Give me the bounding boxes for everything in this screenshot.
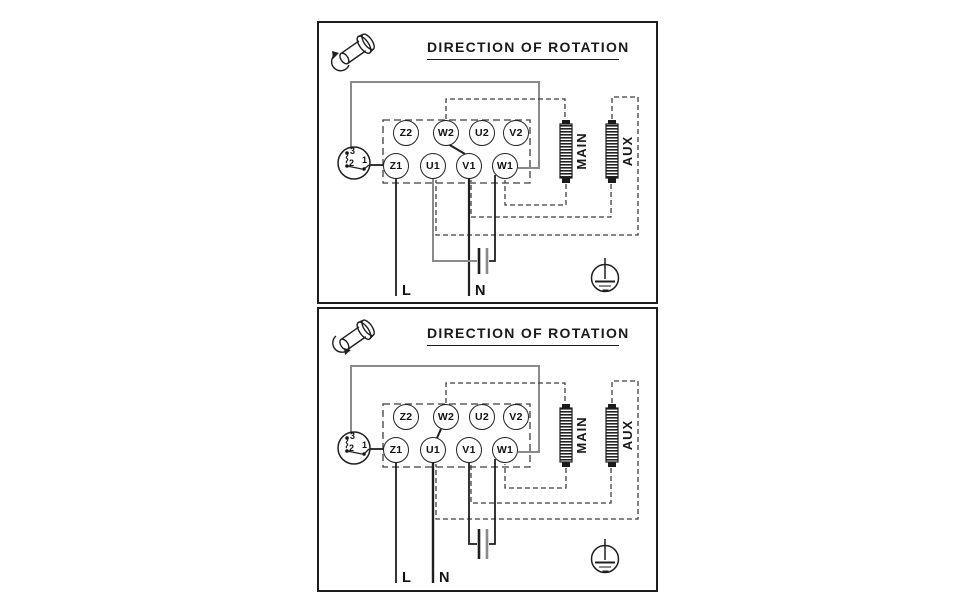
main-winding-coil: [559, 120, 573, 183]
terminal-u2: U2: [469, 120, 495, 146]
wiring-lines-panel-1: [330, 33, 639, 296]
terminal-u2: U2: [469, 404, 495, 430]
switch-contact-2: 2: [349, 158, 355, 168]
terminal-w2: W2: [433, 120, 459, 146]
capacitor-to-w1-wire: [489, 459, 496, 545]
w2-to-u1-link: [436, 428, 442, 439]
aux-top-to-u1-wire: [435, 96, 639, 236]
terminal-v2: V2: [503, 120, 529, 146]
aux-bottom-to-v1-wire: [470, 464, 612, 504]
ground-icon: [590, 258, 620, 293]
main-winding-label: MAIN: [574, 416, 589, 454]
rotation-direction-icon: [332, 319, 375, 355]
terminal-z1: Z1: [383, 437, 409, 463]
wiring-panel-clockwise: DIRECTION OF ROTATION Z2 W2 U2 V2 Z1 U1 …: [317, 21, 658, 304]
terminal-w2: W2: [433, 404, 459, 430]
aux-bottom-to-v1-wire: [470, 180, 612, 218]
terminal-block-outline: [382, 119, 531, 184]
v1-to-capacitor-wire: [468, 463, 477, 545]
u1-to-capacitor-wire: [432, 179, 477, 262]
aux-winding-coil: [605, 120, 619, 183]
aux-winding-coil: [605, 404, 619, 467]
terminal-z2: Z2: [393, 404, 419, 430]
terminal-block-outline: [382, 403, 531, 468]
aux-winding-label: AUX: [620, 419, 635, 451]
terminal-v1: V1: [456, 153, 482, 179]
capacitor-to-w1-wire: [489, 175, 496, 262]
terminal-v2: V2: [503, 404, 529, 430]
terminal-z2: Z2: [393, 120, 419, 146]
panel-title: DIRECTION OF ROTATION: [427, 39, 628, 60]
supply-line-label: L: [402, 570, 411, 586]
terminal-w1: W1: [492, 153, 518, 179]
thermal-protector-icon: [337, 146, 371, 180]
aux-winding-label: AUX: [620, 135, 635, 167]
terminal-z1: Z1: [383, 153, 409, 179]
panel-title: DIRECTION OF ROTATION: [427, 325, 628, 346]
aux-top-to-u1-wire: [435, 380, 639, 520]
thermal-protector-icon: [337, 431, 371, 465]
terminal-u1: U1: [420, 153, 446, 179]
switch-contact-1: 1: [362, 155, 368, 165]
rotation-direction-icon: [330, 33, 375, 72]
wiring-panel-counter-clockwise: DIRECTION OF ROTATION Z2 W2 U2 V2 Z1 U1 …: [317, 307, 658, 592]
terminal-v1: V1: [456, 437, 482, 463]
capacitor-icon: [477, 248, 489, 274]
main-winding-coil: [559, 404, 573, 467]
w2-to-main-top-wire: [445, 382, 566, 404]
switch-contact-1: 1: [362, 440, 368, 450]
switch-contact-3: 3: [350, 146, 356, 156]
terminal-w1: W1: [492, 437, 518, 463]
main-winding-label: MAIN: [574, 132, 589, 170]
switch-to-w1-wire: [350, 81, 540, 169]
wiring-lines-panel-2: [332, 319, 639, 583]
capacitor-icon: [477, 529, 489, 559]
terminal-u1: U1: [420, 437, 446, 463]
switch-contact-3: 3: [350, 431, 356, 441]
supply-neutral-label: N: [439, 570, 450, 586]
ground-icon: [590, 539, 620, 574]
w2-to-main-top-wire: [445, 98, 566, 120]
switch-to-w1-wire: [350, 365, 540, 453]
supply-neutral-label: N: [475, 283, 486, 299]
w2-to-v1-link: [447, 143, 466, 155]
main-bottom-to-w1-wire: [504, 180, 567, 206]
supply-line-label: L: [402, 283, 411, 299]
main-bottom-to-w1-wire: [504, 464, 567, 489]
switch-contact-2: 2: [349, 443, 355, 453]
